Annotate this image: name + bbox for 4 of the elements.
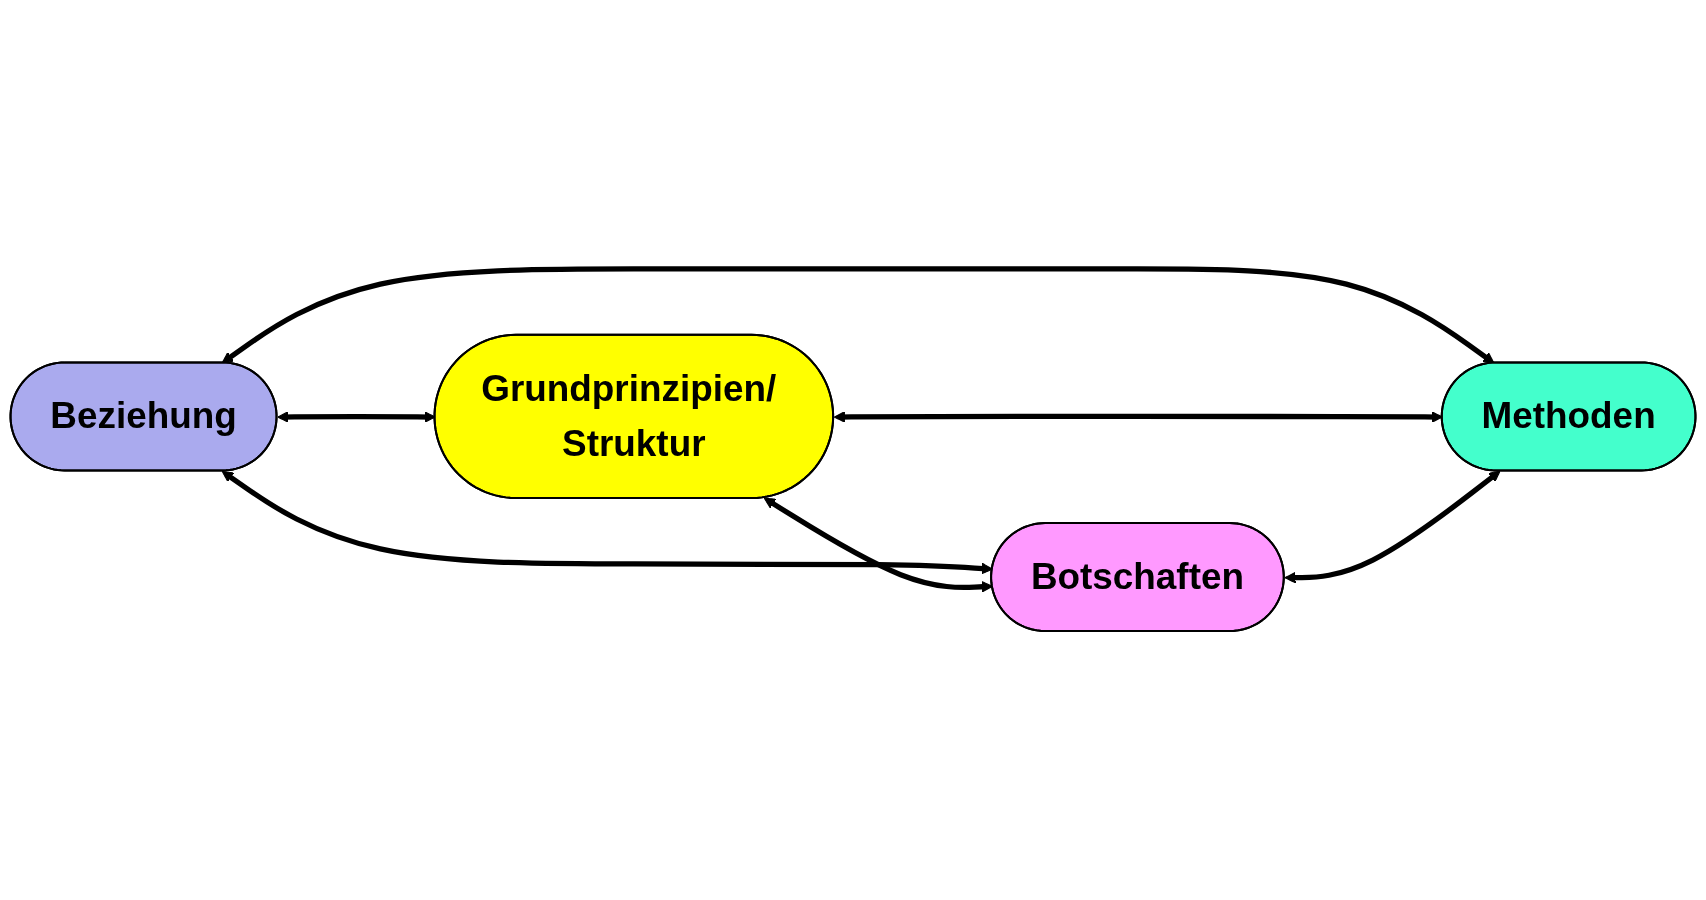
arrow [763,497,993,593]
arrow [221,470,993,575]
arrow [221,266,1495,364]
arrow [1284,470,1501,584]
